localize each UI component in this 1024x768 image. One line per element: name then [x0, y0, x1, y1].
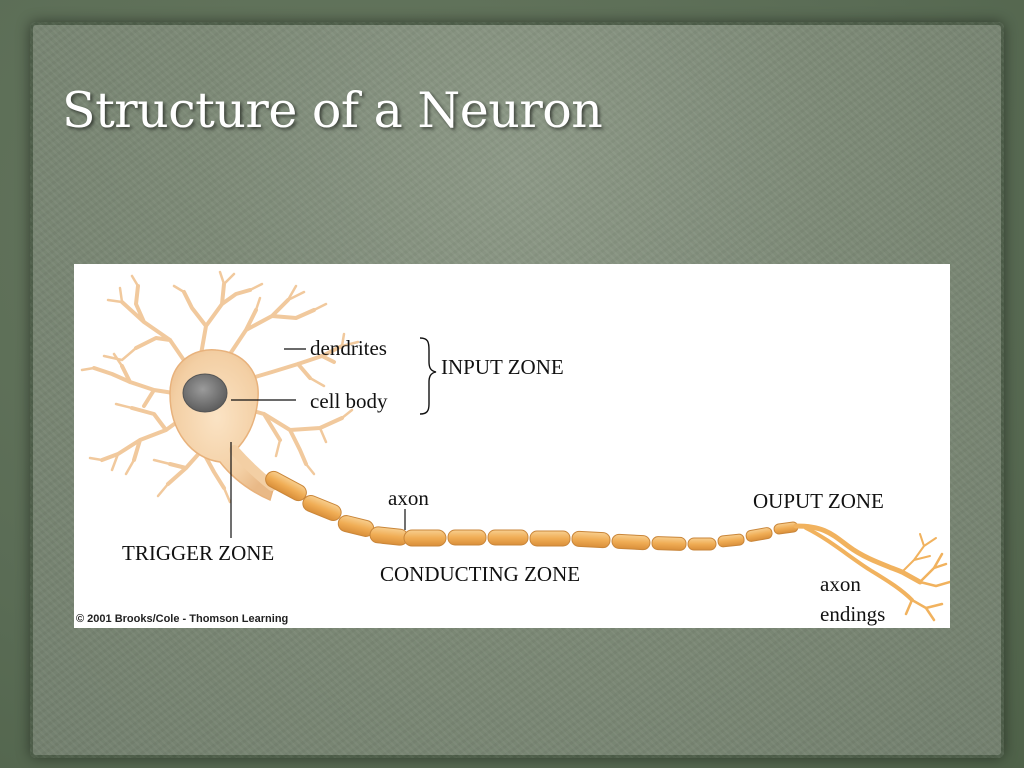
slide-title: Structure of a Neuron	[62, 82, 603, 139]
copyright-credit: © 2001 Brooks/Cole - Thomson Learning	[76, 613, 289, 625]
leader-lines	[230, 348, 406, 538]
label-conducting-zone: CONDUCTING ZONE	[380, 562, 581, 586]
axon-terminals	[793, 523, 950, 622]
nucleus	[182, 373, 228, 413]
label-trigger-zone: TRIGGER ZONE	[122, 541, 275, 565]
dendrites	[80, 270, 360, 504]
label-axon-endings-line2: endings	[820, 602, 886, 626]
neuron-diagram: dendrites cell body INPUT ZONE axon OUPU…	[74, 264, 950, 628]
label-input-zone: INPUT ZONE	[441, 355, 564, 379]
neuron-illustration	[80, 270, 950, 622]
input-zone-brace	[419, 337, 437, 415]
myelin-sheath	[265, 470, 799, 551]
label-dendrites: dendrites	[310, 336, 387, 360]
label-cell-body: cell body	[310, 389, 388, 413]
label-axon-endings-line1: axon	[820, 572, 861, 596]
label-output-zone: OUPUT ZONE	[753, 489, 884, 513]
label-axon: axon	[388, 486, 429, 510]
